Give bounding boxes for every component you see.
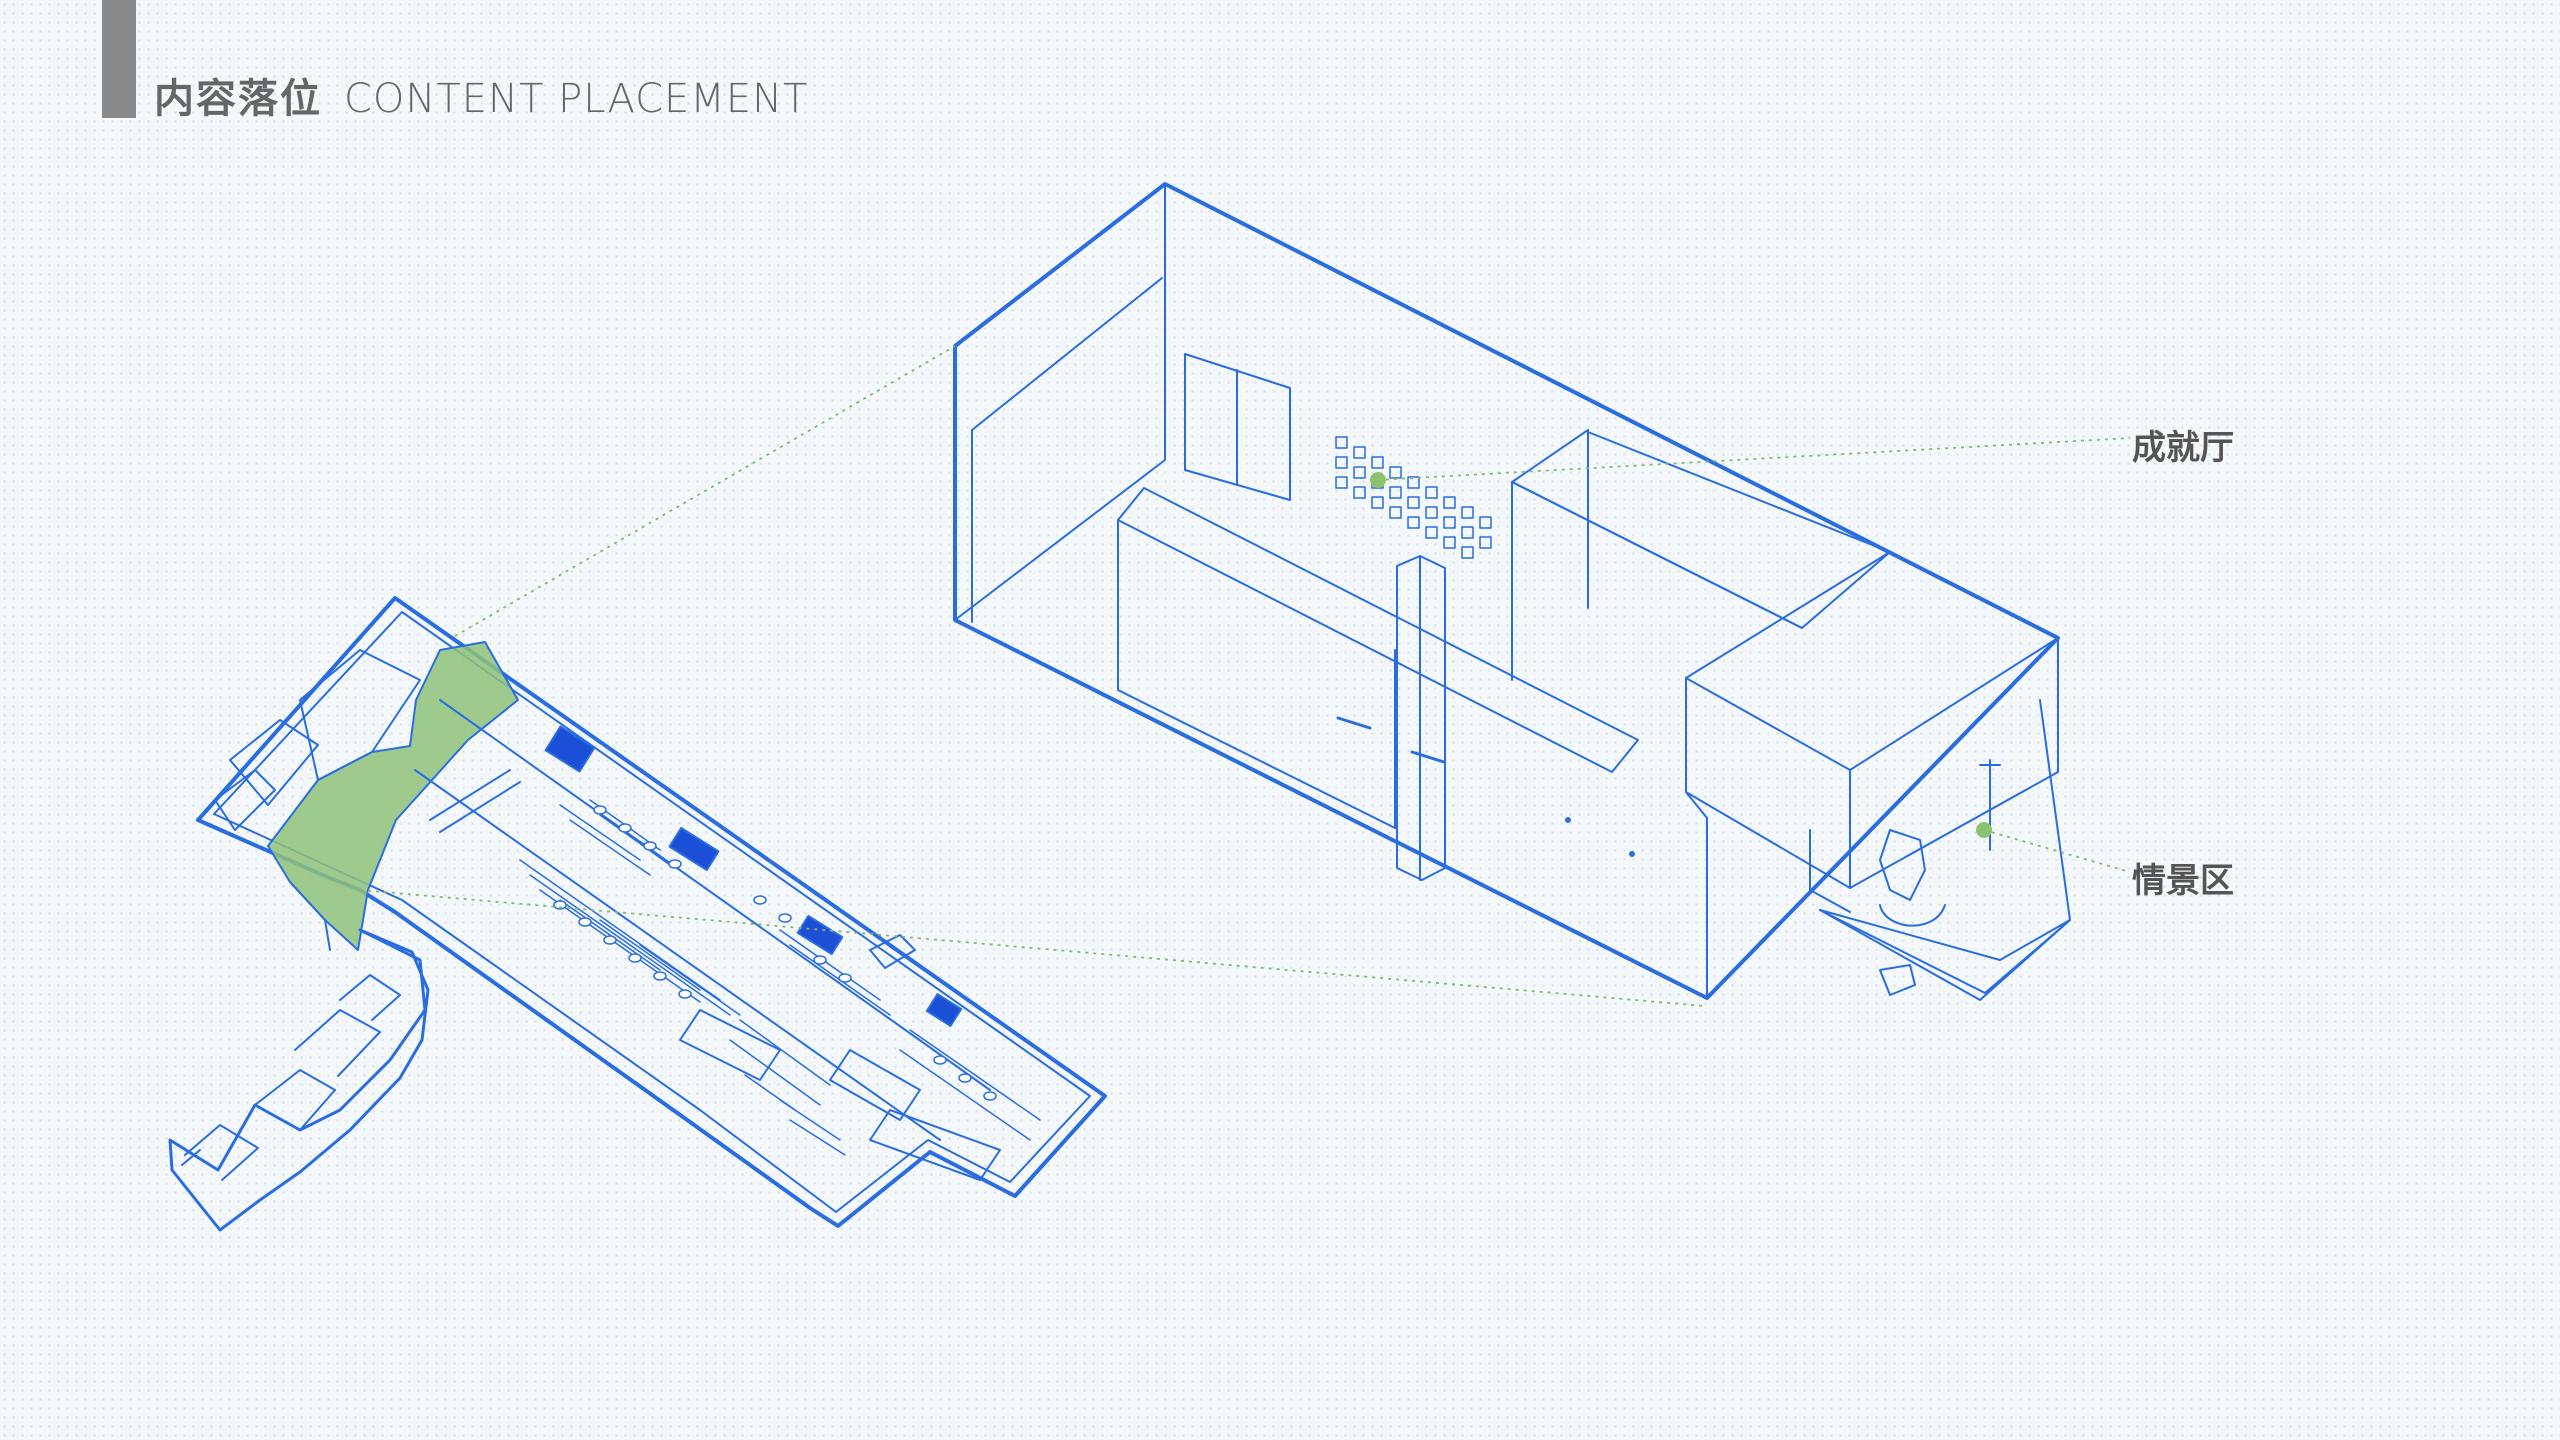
callout-label-scenario-zone: 情景区	[2132, 861, 2234, 901]
header-accent-bar	[102, 0, 136, 118]
page-title-en: CONTENT PLACEMENT	[344, 76, 809, 122]
floor-plan-axonometric	[168, 596, 1107, 1232]
page-title-cn: 内容落位	[154, 76, 322, 122]
callout-dot-scenario-zone	[1976, 822, 1992, 838]
callout-dot-achievement-hall	[1370, 472, 1386, 488]
highlighted-zone	[267, 641, 519, 951]
leader-lines	[359, 345, 2131, 1007]
callout-label-achievement-hall: 成就厅	[2132, 428, 2234, 468]
enlarged-zone-axonometric	[953, 182, 2071, 1001]
page-title: 内容落位 CONTENT PLACEMENT	[154, 66, 808, 126]
